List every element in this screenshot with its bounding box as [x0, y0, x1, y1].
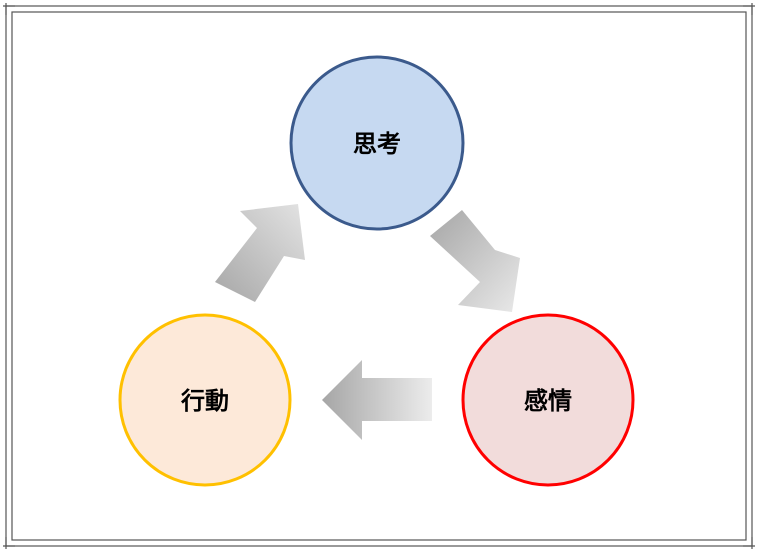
node-emotion: 感情: [461, 313, 635, 487]
node-emotion-circle: [461, 313, 635, 487]
node-emotion-label: 感情: [524, 387, 572, 415]
arrow-thought-to-emotion: [430, 210, 520, 312]
node-action: 行動: [118, 313, 292, 487]
node-action-label: 行動: [180, 387, 229, 415]
node-thought-circle: [289, 55, 465, 231]
frame-border: [3, 3, 755, 549]
arrow-emotion-to-action: [322, 360, 432, 440]
node-thought: 思考: [289, 55, 465, 231]
arrow-action-to-thought: [215, 204, 305, 302]
node-thought-label: 思考: [353, 130, 401, 158]
node-action-circle: [118, 313, 292, 487]
